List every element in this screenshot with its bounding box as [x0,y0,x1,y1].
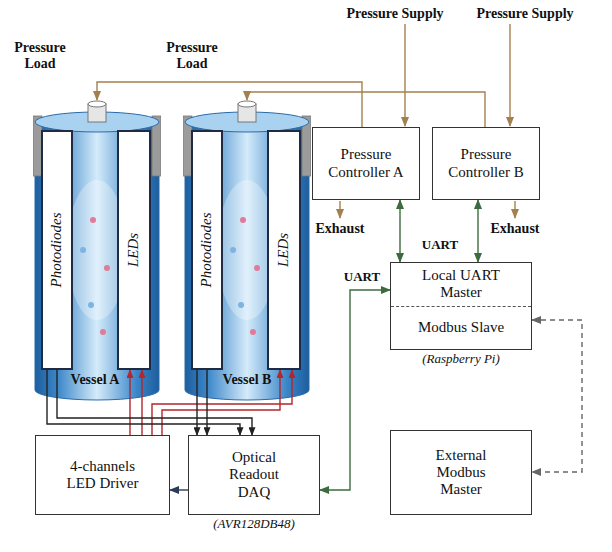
box-title: Pressure Controller A [318,146,414,181]
edge-label: UART [420,237,460,253]
box-half: Local UART Master [391,263,531,306]
controller-box: Pressure Controller A [312,127,420,200]
supply-line [509,24,510,126]
flow-label: Pressure Load [5,40,75,72]
led-driver-box: 4-channels LED Driver [35,435,170,515]
box-title: Local UART Master [411,267,511,302]
panel-label: Photodiodes [48,213,65,288]
box-title: Modbus Slave [418,319,504,336]
led-panel: LEDs [117,130,151,370]
daq-box: Optical Readout DAQ(AVR128DB48) [188,435,320,515]
flow-label: Exhaust [315,221,364,237]
connector [141,370,142,435]
flow-label: Exhaust [490,221,539,237]
panel-label: LEDs [275,233,292,267]
box-caption: (Raspberry Pi) [422,352,500,367]
connector [206,370,207,435]
photodiode-panel: Photodiodes [191,130,223,370]
pressure-vessel: Vessel B Photodiodes LEDs [183,100,311,405]
box-title: 4-channels LED Driver [63,458,143,493]
raspberry-pi-box: Local UART MasterModbus Slave(Raspberry … [390,262,532,350]
edge-label: UART [342,269,382,285]
exhaust-line [514,201,515,218]
box-caption: (AVR128DB48) [213,517,295,532]
panel-label: LEDs [125,233,142,267]
connector [532,320,582,472]
controller-box: Pressure Controller B [432,127,540,200]
connector [320,290,390,490]
connector [170,489,188,490]
modbus-master-box: External Modbus Master [390,430,532,515]
box-title: External Modbus Master [421,447,501,499]
box-title: Pressure Controller B [438,146,534,181]
flow-label: Pressure Supply [476,6,573,22]
pressure-vessel: Vessel A Photodiodes LEDs [33,100,161,405]
exhaust-line [339,201,340,218]
box-half: Modbus Slave [391,306,531,350]
photodiode-panel: Photodiodes [41,130,73,370]
vessel-label: Vessel A [71,372,120,388]
flow-label: Pressure Supply [346,6,443,22]
connector [196,370,197,435]
supply-line [404,24,405,126]
panel-label: Photodiodes [198,213,215,288]
flow-label: Pressure Load [157,40,227,72]
connector [129,370,130,435]
connector [399,200,400,262]
box-title: Optical Readout DAQ [214,449,294,501]
connector [477,200,478,262]
led-panel: LEDs [267,130,301,370]
vessel-label: Vessel B [223,372,272,388]
